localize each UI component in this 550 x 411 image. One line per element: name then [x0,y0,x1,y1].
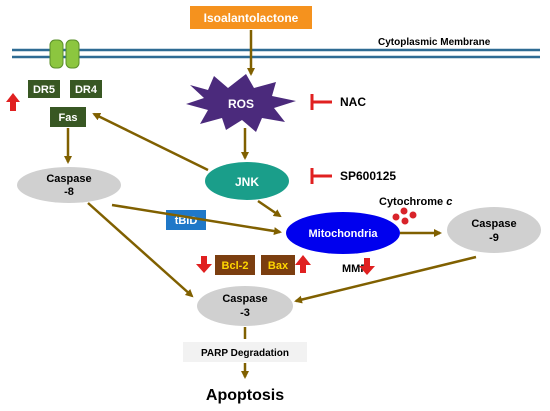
bax-up-arrow-icon [295,255,311,273]
caspase3-label-line1: Caspase [222,293,267,305]
caspase9-label-line2: -9 [489,232,499,244]
mmp-down-arrow-icon [359,258,375,275]
arrow-jnk-to-mitochondria [257,199,282,218]
sp600125-inhibition-icon [310,168,332,184]
fas-label: Fas [59,112,78,124]
fas-box [50,107,86,127]
caspase9-node [447,207,541,253]
dr4-box [70,80,102,98]
arrow-jnk-to-fas [92,112,209,172]
caspase3-label-line2: -3 [240,307,250,319]
caspase8-label-line2: -8 [64,186,74,198]
pathway-arrows [64,30,477,379]
isoalantolactone-label: Isoalantolactone [204,11,299,25]
bax-label: Bax [268,260,289,272]
caspase8-label-line1: Caspase [46,173,91,185]
dr-upregulation-arrow-icon [5,93,20,111]
jnk-label: JNK [235,175,259,189]
jnk-node [205,162,289,200]
apoptosis-label: Apoptosis [206,387,284,404]
membrane-label: Cytoplasmic Membrane [378,37,491,48]
cytochrome-label: Cytochrome c [379,196,452,208]
mitochondria-node [286,212,400,254]
nac-label: NAC [340,95,366,109]
bcl2-label: Bcl-2 [222,260,249,272]
bax-box [261,255,295,275]
parp-box [183,342,307,362]
bcl2-down-arrow-icon [196,256,212,273]
ros-star [186,74,296,132]
cytoplasmic-membrane [12,48,540,59]
receptor-channel-left [49,39,64,69]
ros-label: ROS [228,97,254,111]
arrow-caspase8-to-mitochondria [111,203,282,235]
arrow-caspase9-to-caspase3 [294,255,477,304]
cytochrome-dots-icon [392,207,417,225]
sp600125-label: SP600125 [340,169,396,183]
isoalantolactone-box [190,6,312,29]
caspase3-node [197,286,293,326]
dr5-box [28,80,60,98]
caspase9-label-line1: Caspase [471,218,516,230]
dr5-label: DR5 [33,84,55,96]
bcl2-box [215,255,255,275]
parp-label: PARP Degradation [201,348,289,359]
dr4-label: DR4 [75,84,98,96]
caspase8-node [17,167,121,203]
receptor-channel-right [65,39,80,69]
arrow-caspase8-to-caspase3 [87,202,194,298]
nac-inhibition-icon [310,94,332,110]
mitochondria-label: Mitochondria [308,228,378,240]
